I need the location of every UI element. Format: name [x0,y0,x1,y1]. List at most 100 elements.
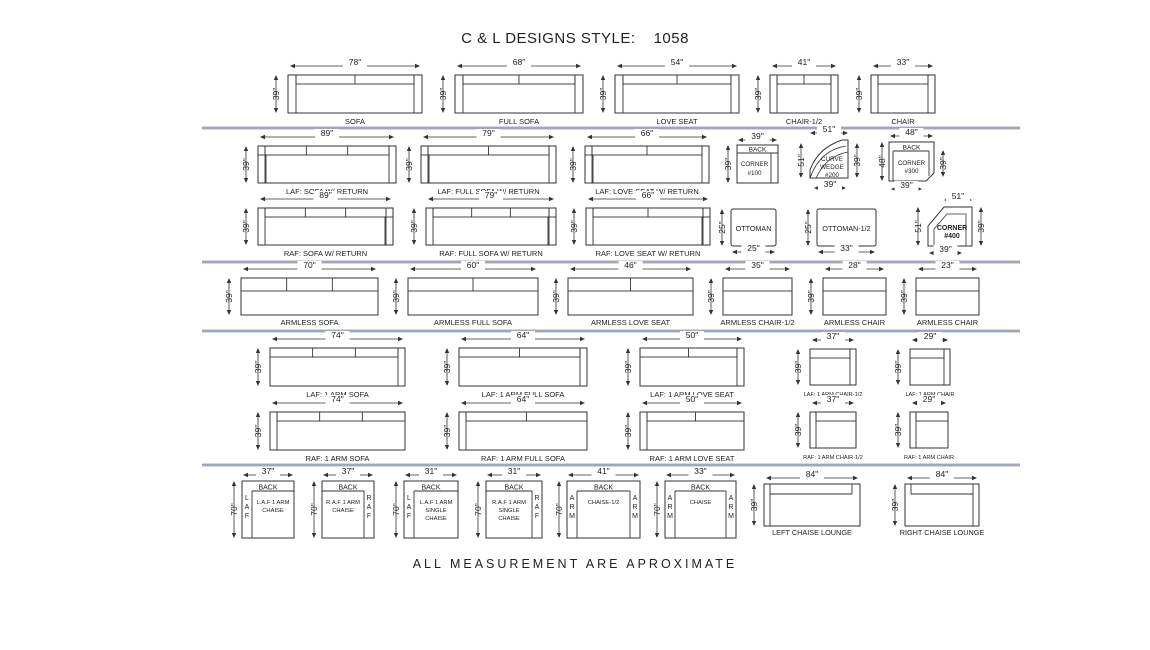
piece-label: FULL SOFA [499,117,539,126]
depth-label: 39" [404,158,414,170]
piece-laf-sofa-w-return: 89"39"LAF: SOFA W/ RETURN [241,128,397,196]
depth-label: 70" [309,503,319,515]
left-arm [458,411,467,451]
piece-label: RAF: 1 ARM CHAIR [904,455,954,461]
width-label: 41" [798,57,810,67]
piece-laf-full-sofa-w-return: 79"39"LAF: FULL SOFA W/ RETURN [404,128,557,196]
piece-sofa: 78"39"SOFA [271,57,423,126]
right-arm [943,348,951,386]
depth-label: 39" [706,290,716,302]
piece-armless-love-seat: 46"39"ARMLESS LOVE SEAT [551,260,694,327]
piece-outline [639,411,745,451]
inner-label: CHAISE [690,500,712,506]
piece-label: RAF: 1 ARM SOFA [306,454,370,463]
width-label: 51" [823,124,835,134]
left-arm [614,74,624,114]
dimension-label-bg [419,467,443,477]
piece-label: RIGHT CHAISE LOUNGE [900,528,985,537]
inner-label: #100 [747,170,762,177]
piece-label: CHAIR [891,117,915,126]
piece-raf-1-arm-chair: 29"39"RAF: 1 ARM CHAIR [893,394,954,461]
piece-raf-sofa-w-return: 89"39"RAF: SOFA W/ RETURN [241,190,394,258]
width-label: 74" [331,330,343,340]
piece-label: ARMLESS SOFA [281,318,339,327]
back-label: BACK [594,485,613,492]
inner-label: SINGLE [498,508,519,514]
width-label: 89" [321,128,333,138]
side-letter: F [535,513,539,520]
piece-outline [485,480,543,539]
dimension-label-bg [821,395,845,405]
piece-outline [915,277,980,316]
depth-label: 48" [877,155,887,167]
dimension-label-bg [665,58,689,68]
depth-label: 39" [253,361,263,373]
depth-label: 70" [652,503,662,515]
depth-label: 39" [806,290,816,302]
inner-label: CHAISE-1/2 [588,500,620,506]
arrowhead [323,472,373,478]
side-letter: R [728,504,733,511]
piece-outline [425,207,557,246]
piece-outline [458,347,588,387]
dimension-label-bg [821,332,845,342]
piece-raf-1-arm-sofa: 74"39"RAF: 1 ARM SOFA [253,394,406,463]
back-label: BACK [749,147,767,154]
width-label: 66" [642,190,654,200]
side-letter: M [667,513,673,520]
back-cushion [722,277,793,292]
dimension-label-bg [842,261,867,271]
dimension-label-bg [817,125,841,135]
inner-label: OTTOMAN [736,224,772,233]
back-label: BACK [421,485,440,492]
width-label: 84" [936,469,948,479]
dimension-label-bg [680,331,704,341]
back-cushion [432,207,550,218]
piece-laf-1-arm-love-seat: 50"39"LAF: 1 ARM LOVE SEAT [623,330,745,399]
width-label: 79" [485,190,497,200]
page-title: C & L DESIGNS STYLE:1058 [0,30,1150,47]
right-arm [548,145,557,184]
left-arm [269,411,278,451]
side-letter: L [245,495,249,502]
piece-left-chaise-lounge: 84"39"LEFT CHAISE LOUNGE [749,469,861,537]
piece-outline [269,347,406,387]
depth-label: 39" [442,425,452,437]
side-letter: F [407,513,411,520]
right-arm [388,145,397,184]
depth-label: 39" [623,425,633,437]
width-label: 66" [641,128,653,138]
measurement-disclaimer: ALL MEASUREMENT ARE APROXIMATE [412,557,738,571]
width-label: 68" [513,57,525,67]
back-label: BACK [504,485,523,492]
piece-label: ARMLESS CHAIR [917,318,979,327]
width-label: 29" [924,331,936,341]
piece-raf-full-sofa-w-return: 79"39"RAF: FULL SOFA W/ RETURN [409,190,557,258]
piece-label: LAF: 1 ARM SOFA [306,390,369,399]
side-letter: A [570,495,575,502]
dimension-label-bg [313,191,338,201]
dimension-label-bg [688,467,713,477]
depth-label: 51" [796,154,806,166]
depth-label: 39" [598,88,608,100]
depth-label: 70" [473,503,483,515]
return-end [384,216,394,246]
right-arm [736,347,745,387]
inner-label: R.A.F 1 ARM [326,500,360,506]
width-label: 37" [342,466,354,476]
dimension-label-bg [479,191,503,201]
width-label: 51" [952,191,964,201]
width-label: 37" [262,466,274,476]
piece-chair-1-2: 41"39"CHAIR-1/2 [753,57,839,126]
inner-label: R.A.F 1 ARM [492,500,526,506]
dimension-label-bg [946,192,970,202]
inner-label: CURVE [821,156,843,163]
piece-label: LAF: 1 ARM FULL SOFA [482,390,565,399]
piece-outline [815,151,849,179]
return-end [701,216,711,246]
left-arm [257,207,266,246]
width-label: 54" [671,57,683,67]
